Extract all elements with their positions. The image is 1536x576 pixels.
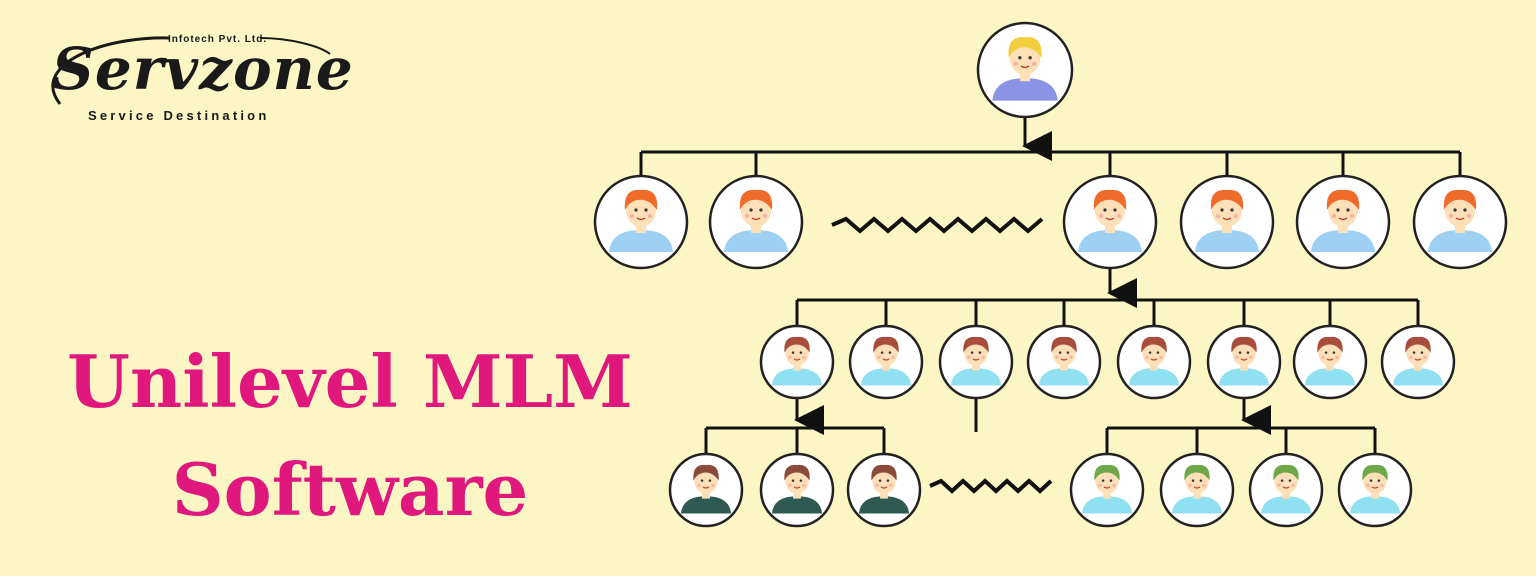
level2-member-avatar-7 [1292, 324, 1368, 400]
level1-member-avatar-1 [593, 174, 689, 270]
level3-right-member-avatar-1 [1069, 452, 1145, 528]
level1-member-avatar-6 [1412, 174, 1508, 270]
level1-member-avatar-4 [1179, 174, 1275, 270]
level1-member-avatar-2 [708, 174, 804, 270]
tree-nodes [593, 21, 1508, 528]
level3-right-member-avatar-4 [1337, 452, 1413, 528]
level1-member-avatar-3 [1062, 174, 1158, 270]
level2-member-avatar-3 [938, 324, 1014, 400]
level2-member-avatar-4 [1026, 324, 1102, 400]
logo-swoosh-icon [51, 36, 331, 105]
root-member-avatar [976, 21, 1074, 119]
level3-left-member-avatar-2 [759, 452, 835, 528]
level3-left-member-avatar-1 [668, 452, 744, 528]
level3-right-member-avatar-3 [1248, 452, 1324, 528]
tree-connectors [639, 117, 1462, 494]
level2-member-avatar-2 [848, 324, 924, 400]
headline-line-1: Unilevel MLM [67, 339, 633, 424]
headline-line-2: Software [171, 447, 529, 532]
level2-member-avatar-1 [759, 324, 835, 400]
logo-brand-name: Servzone [52, 35, 354, 103]
level2-member-avatar-8 [1380, 324, 1456, 400]
headline: Unilevel MLM Software [0, 328, 700, 544]
servzone-logo: Infotech Pvt. Ltd. Servzone Service Dest… [30, 26, 390, 134]
level2-member-avatar-6 [1206, 324, 1282, 400]
level3-ellipsis-zigzag [929, 478, 1053, 494]
level2-member-avatar-5 [1116, 324, 1192, 400]
logo-tagline: Service Destination [88, 108, 270, 123]
level1-member-avatar-5 [1295, 174, 1391, 270]
level1-ellipsis-zigzag [831, 216, 1044, 234]
level3-right-member-avatar-2 [1159, 452, 1235, 528]
level3-left-member-avatar-3 [846, 452, 922, 528]
logo-company-name: Infotech Pvt. Ltd. [168, 34, 268, 45]
